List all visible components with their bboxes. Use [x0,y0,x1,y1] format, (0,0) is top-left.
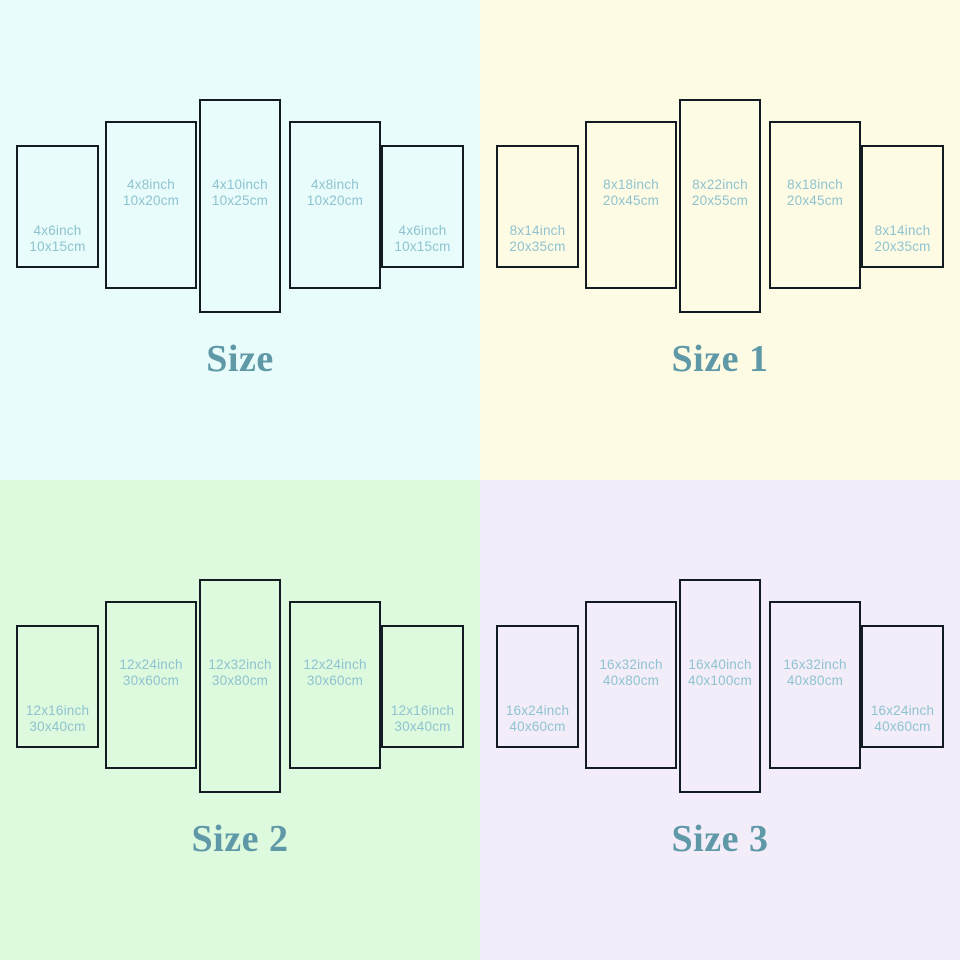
panel-2-cm: 30x60cm [122,673,180,688]
panel-2-cm: 40x80cm [602,673,660,688]
panel-1-cm: 10x15cm [29,239,86,254]
panel-2-label: 4x8inch 10x20cm [107,177,195,209]
panel-5[interactable]: 8x14inch 20x35cm [861,145,944,268]
panel-4-inch: 12x24inch [303,657,367,672]
panel-4-label: 4x8inch 10x20cm [291,177,379,209]
panel-2-inch: 8x18inch [603,177,659,192]
panel-group: 8x14inch 20x35cm 8x18inch 20x45cm 8x22in… [480,0,960,330]
quadrant-size-2: 12x16inch 30x40cm 12x24inch 30x60cm 12x3… [0,480,480,960]
panel-2-cm: 20x45cm [602,193,660,208]
panel-3[interactable]: 8x22inch 20x55cm [679,99,761,313]
panel-2-inch: 4x8inch [127,177,175,192]
panel-1-inch: 4x6inch [33,223,82,238]
panel-2[interactable]: 4x8inch 10x20cm [105,121,197,289]
panel-4-label: 16x32inch 40x80cm [771,657,859,689]
quadrant-title: Size [206,338,274,380]
panel-2-label: 12x24inch 30x60cm [107,657,195,689]
panel-1-cm: 40x60cm [509,719,566,734]
panel-3-label: 12x32inch 30x80cm [201,657,279,689]
panel-1[interactable]: 16x24inch 40x60cm [496,625,579,748]
panel-5-label: 4x6inch 10x15cm [383,223,462,255]
panel-3-inch: 12x32inch [208,657,272,672]
panel-2[interactable]: 12x24inch 30x60cm [105,601,197,769]
panel-3-label: 4x10inch 10x25cm [201,177,279,209]
panel-5[interactable]: 12x16inch 30x40cm [381,625,464,748]
panel-1-label: 4x6inch 10x15cm [18,223,97,255]
panel-4-inch: 8x18inch [787,177,843,192]
panel-1[interactable]: 8x14inch 20x35cm [496,145,579,268]
panel-4-cm: 20x45cm [786,193,844,208]
panel-3-cm: 40x100cm [688,673,752,688]
panel-2-label: 16x32inch 40x80cm [587,657,675,689]
panel-1[interactable]: 12x16inch 30x40cm [16,625,99,748]
panel-3-cm: 30x80cm [211,673,269,688]
panel-1-inch: 12x16inch [25,703,90,718]
panel-2-inch: 12x24inch [119,657,183,672]
panel-5-label: 16x24inch 40x60cm [863,703,942,735]
quadrant-size-3: 16x24inch 40x60cm 16x32inch 40x80cm 16x4… [480,480,960,960]
panel-1-label: 8x14inch 20x35cm [498,223,577,255]
panel-3-inch: 4x10inch [212,177,268,192]
quadrant-size-1: 8x14inch 20x35cm 8x18inch 20x45cm 8x22in… [480,0,960,480]
panel-5-cm: 20x35cm [874,239,931,254]
panel-2[interactable]: 8x18inch 20x45cm [585,121,677,289]
panel-1-inch: 16x24inch [505,703,570,718]
panel-group: 16x24inch 40x60cm 16x32inch 40x80cm 16x4… [480,480,960,810]
panel-4[interactable]: 8x18inch 20x45cm [769,121,861,289]
panel-2[interactable]: 16x32inch 40x80cm [585,601,677,769]
panel-4[interactable]: 16x32inch 40x80cm [769,601,861,769]
panel-4-inch: 4x8inch [311,177,359,192]
quadrant-title: Size 1 [671,338,769,380]
panel-4-cm: 10x20cm [306,193,364,208]
panel-3-cm: 20x55cm [691,193,749,208]
panel-group: 4x6inch 10x15cm 4x8inch 10x20cm 4x10inch… [0,0,480,330]
panel-3-label: 8x22inch 20x55cm [681,177,759,209]
panel-5-inch: 12x16inch [390,703,455,718]
panel-5-inch: 16x24inch [870,703,935,718]
panel-5-label: 8x14inch 20x35cm [863,223,942,255]
panel-1-inch: 8x14inch [509,223,566,238]
panel-5-cm: 10x15cm [394,239,451,254]
quadrant-title: Size 2 [191,818,289,860]
panel-5-inch: 8x14inch [874,223,931,238]
panel-2-label: 8x18inch 20x45cm [587,177,675,209]
panel-4[interactable]: 12x24inch 30x60cm [289,601,381,769]
panel-3-label: 16x40inch 40x100cm [681,657,759,689]
quadrant-title: Size 3 [671,818,769,860]
panel-4-label: 8x18inch 20x45cm [771,177,859,209]
panel-4-inch: 16x32inch [783,657,847,672]
panel-1-label: 16x24inch 40x60cm [498,703,577,735]
panel-3[interactable]: 16x40inch 40x100cm [679,579,761,793]
panel-group: 12x16inch 30x40cm 12x24inch 30x60cm 12x3… [0,480,480,810]
panel-2-cm: 10x20cm [122,193,180,208]
panel-1-cm: 30x40cm [29,719,86,734]
panel-4-cm: 40x80cm [786,673,844,688]
panel-1[interactable]: 4x6inch 10x15cm [16,145,99,268]
panel-4-cm: 30x60cm [306,673,364,688]
panel-1-label: 12x16inch 30x40cm [18,703,97,735]
panel-2-inch: 16x32inch [599,657,663,672]
panel-3-cm: 10x25cm [211,193,269,208]
panel-5-label: 12x16inch 30x40cm [383,703,462,735]
panel-5-inch: 4x6inch [398,223,447,238]
panel-4[interactable]: 4x8inch 10x20cm [289,121,381,289]
panel-5[interactable]: 4x6inch 10x15cm [381,145,464,268]
quadrant-size: 4x6inch 10x15cm 4x8inch 10x20cm 4x10inch… [0,0,480,480]
panel-1-cm: 20x35cm [509,239,566,254]
panel-3[interactable]: 12x32inch 30x80cm [199,579,281,793]
panel-4-label: 12x24inch 30x60cm [291,657,379,689]
panel-5-cm: 30x40cm [394,719,451,734]
panel-5[interactable]: 16x24inch 40x60cm [861,625,944,748]
panel-3-inch: 16x40inch [688,657,752,672]
panel-5-cm: 40x60cm [874,719,931,734]
panel-3[interactable]: 4x10inch 10x25cm [199,99,281,313]
panel-3-inch: 8x22inch [692,177,748,192]
